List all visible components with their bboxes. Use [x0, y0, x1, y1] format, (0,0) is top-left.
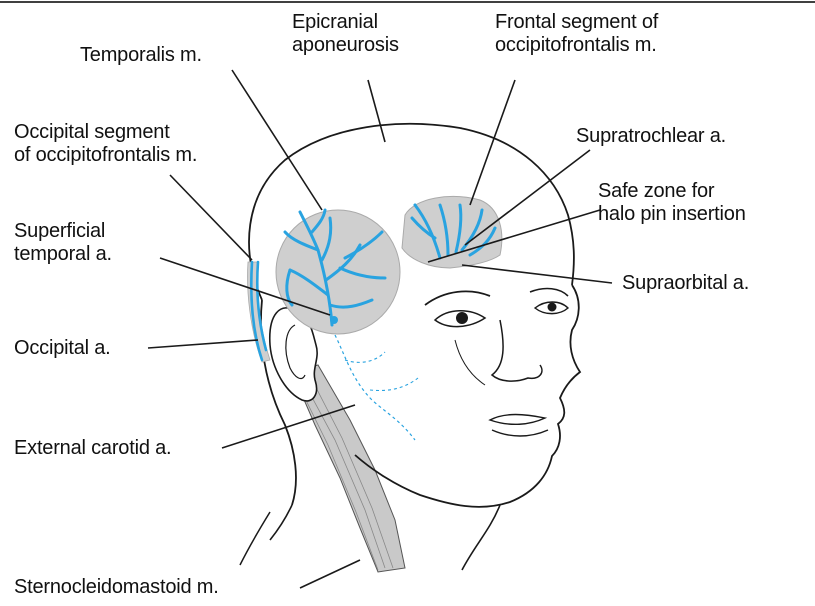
label-safe-zone: Safe zone for halo pin insertion	[598, 180, 746, 226]
leader-sternocleidomastoid	[300, 560, 360, 588]
leader-occipital-artery	[148, 340, 258, 348]
label-superficial-temporal: Superficial temporal a.	[14, 220, 112, 266]
leader-temporalis	[232, 70, 322, 210]
label-frontal-segment: Frontal segment of occipitofrontalis m.	[495, 11, 658, 57]
leader-epicranial	[368, 80, 385, 142]
neck-front-line	[462, 505, 500, 570]
shoulder-line-left	[240, 512, 270, 565]
mouth	[490, 415, 548, 437]
nose	[492, 320, 542, 381]
label-supraorbital: Supraorbital a.	[622, 272, 749, 295]
artery-origin-dot	[330, 316, 338, 324]
label-occipital-segment: Occipital segment of occipitofrontalis m…	[14, 121, 197, 167]
label-epicranial-aponeurosis: Epicranial aponeurosis	[292, 11, 399, 57]
neck-back-line	[270, 505, 292, 540]
label-occipital-artery: Occipital a.	[14, 337, 111, 360]
leader-occipital-segment	[170, 175, 252, 260]
cheek-line	[455, 340, 485, 385]
left-pupil	[548, 303, 557, 312]
right-brow	[425, 291, 490, 305]
leader-frontal	[470, 80, 515, 205]
label-external-carotid: External carotid a.	[14, 437, 171, 460]
right-pupil	[456, 312, 468, 324]
left-brow	[530, 289, 568, 296]
label-supratrochlear: Supratrochlear a.	[576, 125, 726, 148]
leader-supraorbital	[462, 265, 612, 283]
facial-branch-dashed	[345, 352, 418, 391]
label-temporalis: Temporalis m.	[80, 44, 202, 67]
label-sternocleidomastoid: Sternocleidomastoid m.	[14, 576, 219, 599]
